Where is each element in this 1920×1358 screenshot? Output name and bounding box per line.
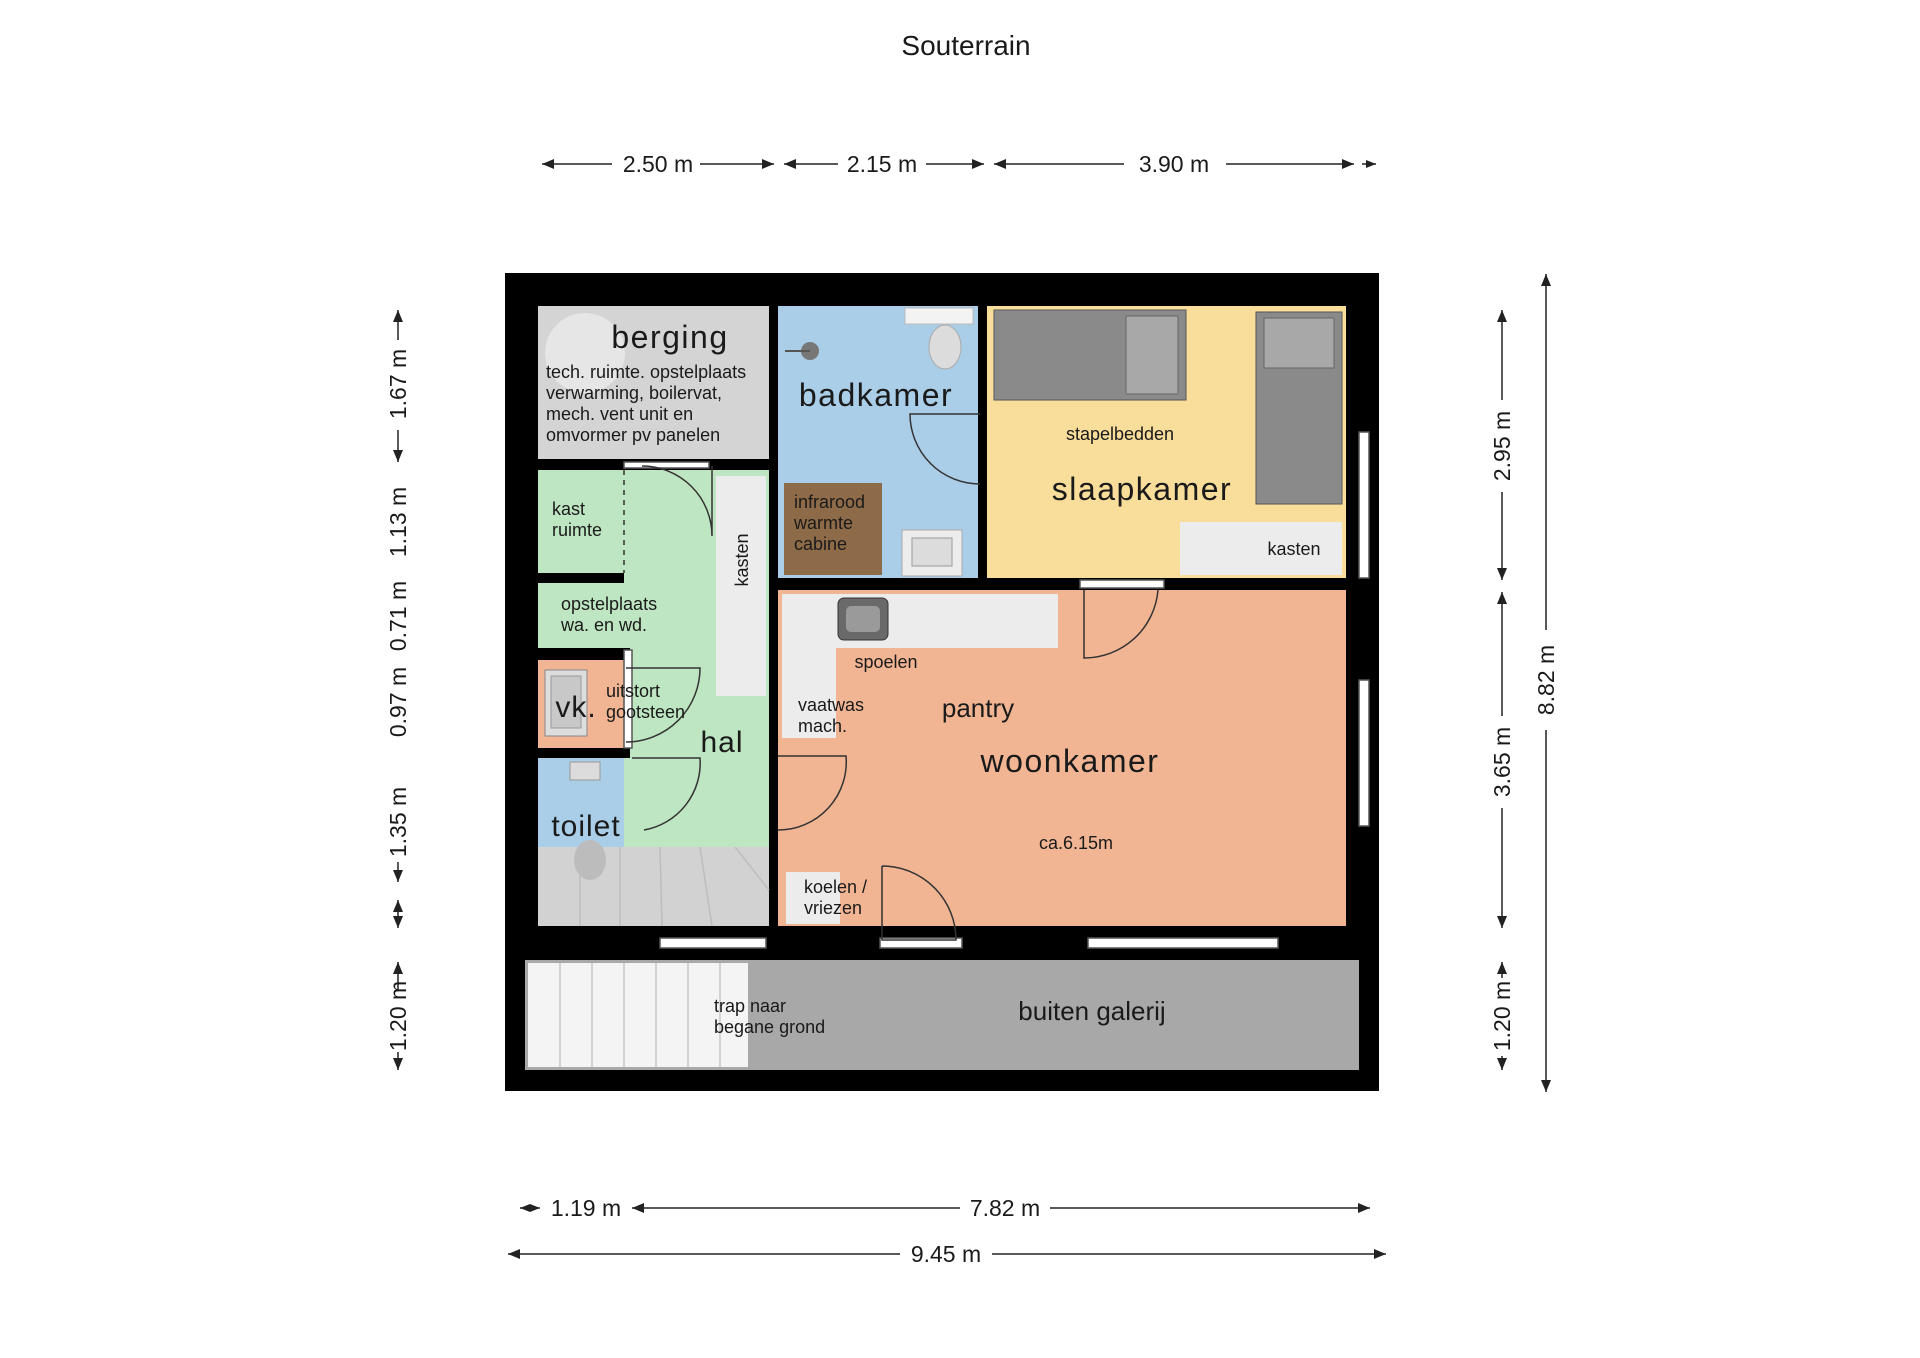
label-trap-2: begane grond	[714, 1017, 825, 1037]
label-pantry: pantry	[942, 693, 1014, 723]
label-koelen-2: vriezen	[804, 898, 862, 918]
label-trap-1: trap naar	[714, 996, 786, 1016]
window	[1358, 679, 1370, 827]
berging-boiler	[545, 313, 625, 393]
dimension-bottom: 1.19 m 7.82 m 9.45 m	[508, 1195, 1386, 1267]
dim-left-5: 1.35 m	[385, 787, 411, 857]
dim-top-3: 3.90 m	[1139, 151, 1209, 177]
label-vaatwas-1: vaatwas	[798, 695, 864, 715]
koelen-unit	[786, 872, 840, 924]
label-badkamer: badkamer	[799, 377, 953, 413]
wall	[538, 573, 624, 583]
dim-left-4: 0.97 m	[385, 667, 411, 737]
label-kast-ruimte-2: ruimte	[552, 520, 602, 540]
wall	[978, 306, 987, 578]
dim-right-1: 2.95 m	[1489, 411, 1515, 481]
label-berging-note-3: mech. vent unit en	[546, 404, 693, 424]
label-hal: hal	[700, 726, 743, 759]
door-swings	[625, 413, 1159, 941]
label-slaapkamer: slaapkamer	[1052, 471, 1232, 507]
label-kasten-hal: kasten	[732, 533, 752, 586]
wall	[769, 306, 778, 926]
stairs-interior	[538, 847, 769, 926]
plan-title: Souterrain	[901, 30, 1030, 61]
label-berging-note-1: tech. ruimte. opstelplaats	[546, 362, 746, 382]
room-kast-ruimte	[538, 470, 624, 573]
dim-right-2: 3.65 m	[1489, 727, 1515, 797]
label-infrarood-1: infrarood	[794, 492, 865, 512]
dimension-left: 1.67 m 1.13 m 0.71 m 0.97 m 1.35 m 1.20 …	[385, 310, 411, 1070]
label-uitstort-1: uitstort	[606, 681, 660, 701]
label-infrarood-2: warmte	[793, 513, 853, 533]
dimension-top: 2.50 m 2.15 m 3.90 m	[542, 151, 1376, 177]
dim-left-6: 1.20 m	[385, 981, 411, 1051]
label-vk: vk.	[555, 691, 596, 724]
label-woonkamer-size: ca.6.15m	[1039, 833, 1113, 853]
dim-top-2: 2.15 m	[847, 151, 917, 177]
toilet-tank	[569, 761, 601, 781]
label-spoelen: spoelen	[854, 652, 917, 672]
dim-left-3: 0.71 m	[385, 581, 411, 651]
label-woonkamer: woonkamer	[980, 743, 1160, 779]
window	[659, 937, 767, 949]
wall	[538, 648, 630, 660]
galerij-stairs	[528, 963, 748, 1067]
dim-left-2: 1.13 m	[385, 487, 411, 557]
label-uitstort-2: gootsteen	[606, 702, 685, 722]
dim-right-3: 1.20 m	[1489, 981, 1515, 1051]
label-infrarood-3: cabine	[794, 534, 847, 554]
kasten-slaapkamer	[1180, 522, 1342, 575]
pantry-counter	[782, 594, 1058, 648]
label-berging: berging	[611, 319, 728, 355]
window	[623, 461, 710, 469]
label-stapelbedden: stapelbedden	[1066, 424, 1174, 444]
window	[1358, 431, 1370, 579]
label-vaatwas-2: mach.	[798, 716, 847, 736]
interior-staircase	[579, 846, 770, 927]
dim-top-1: 2.50 m	[623, 151, 693, 177]
window	[1079, 579, 1165, 589]
kasten-hal	[716, 476, 766, 696]
badkamer-basin	[904, 307, 974, 325]
label-berging-note-4: omvormer pv panelen	[546, 425, 720, 445]
label-opstelplaats-2: wa. en wd.	[560, 615, 647, 635]
label-toilet: toilet	[551, 810, 620, 843]
toilet-bowl	[928, 324, 962, 370]
window	[623, 649, 633, 749]
dim-right-total: 8.82 m	[1533, 645, 1559, 715]
wall	[538, 748, 630, 758]
window	[1087, 937, 1279, 949]
window	[879, 937, 963, 949]
dimension-right: 2.95 m 3.65 m 1.20 m 8.82 m	[1489, 274, 1559, 1092]
label-galerij: buiten galerij	[1018, 996, 1165, 1026]
label-opstelplaats-1: opstelplaats	[561, 594, 657, 614]
vaatwas-unit	[782, 648, 836, 738]
dim-bottom-2: 7.82 m	[970, 1195, 1040, 1221]
label-berging-note-2: verwarming, boilervat,	[546, 383, 722, 403]
dim-left-1: 1.67 m	[385, 349, 411, 419]
label-kasten-slaapkamer: kasten	[1267, 539, 1320, 559]
label-koelen-1: koelen /	[804, 877, 867, 897]
infrarood-cabine	[784, 483, 882, 575]
dim-bottom-1: 1.19 m	[551, 1195, 621, 1221]
wall	[778, 578, 1346, 590]
dim-bottom-total: 9.45 m	[911, 1241, 981, 1267]
room-opstelplaats	[538, 583, 624, 648]
wall	[1346, 306, 1359, 926]
label-kast-ruimte-1: kast	[552, 499, 585, 519]
